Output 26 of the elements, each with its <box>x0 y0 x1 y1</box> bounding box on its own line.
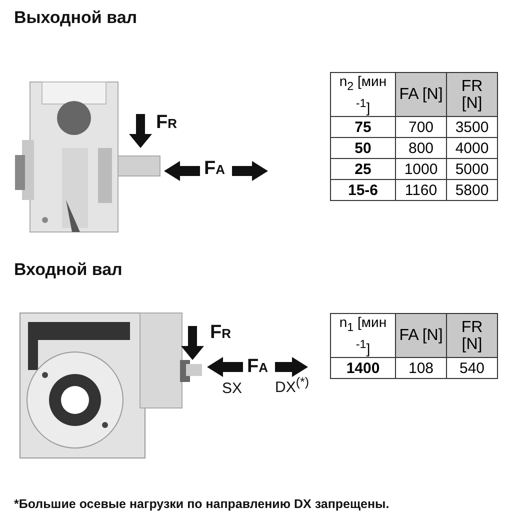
table-cell: 540 <box>446 358 498 379</box>
footnote: *Большие осевые нагрузки по направлению DX запрещены. <box>14 497 390 511</box>
section-heading: Выходной вал <box>14 8 138 28</box>
header-cell: n$_{2}$ [мин $^{-1}$] <box>330 72 396 117</box>
table-cell: 5000 <box>446 158 498 180</box>
table-cell: 5800 <box>446 180 498 201</box>
table-cell: 700 <box>396 116 446 138</box>
table-cell: 4000 <box>446 138 498 159</box>
direction-label: SX <box>222 380 242 397</box>
table-cell: 50 <box>330 138 396 159</box>
table-cell: 108 <box>396 358 446 379</box>
header-cell: FR [N] <box>446 314 498 358</box>
section-heading: Входной вал <box>14 260 122 280</box>
table-cell: 1000 <box>396 158 446 180</box>
header-cell: FA [N] <box>396 314 446 358</box>
table-cell: 75 <box>330 116 396 138</box>
table-cell: 1400 <box>330 358 396 379</box>
direction-label: DX$^{(*)}$ <box>275 375 310 396</box>
table-cell: 25 <box>330 158 396 180</box>
table-cell: 15-6 <box>330 180 396 201</box>
header-cell: n$_{1}$ [мин $^{-1}$] <box>330 314 396 358</box>
table-cell: 800 <box>396 138 446 159</box>
table-cell: 1160 <box>396 180 446 201</box>
header-cell: FR [N] <box>446 72 498 117</box>
table-cell: 3500 <box>446 116 498 138</box>
header-cell: FA [N] <box>396 72 446 117</box>
